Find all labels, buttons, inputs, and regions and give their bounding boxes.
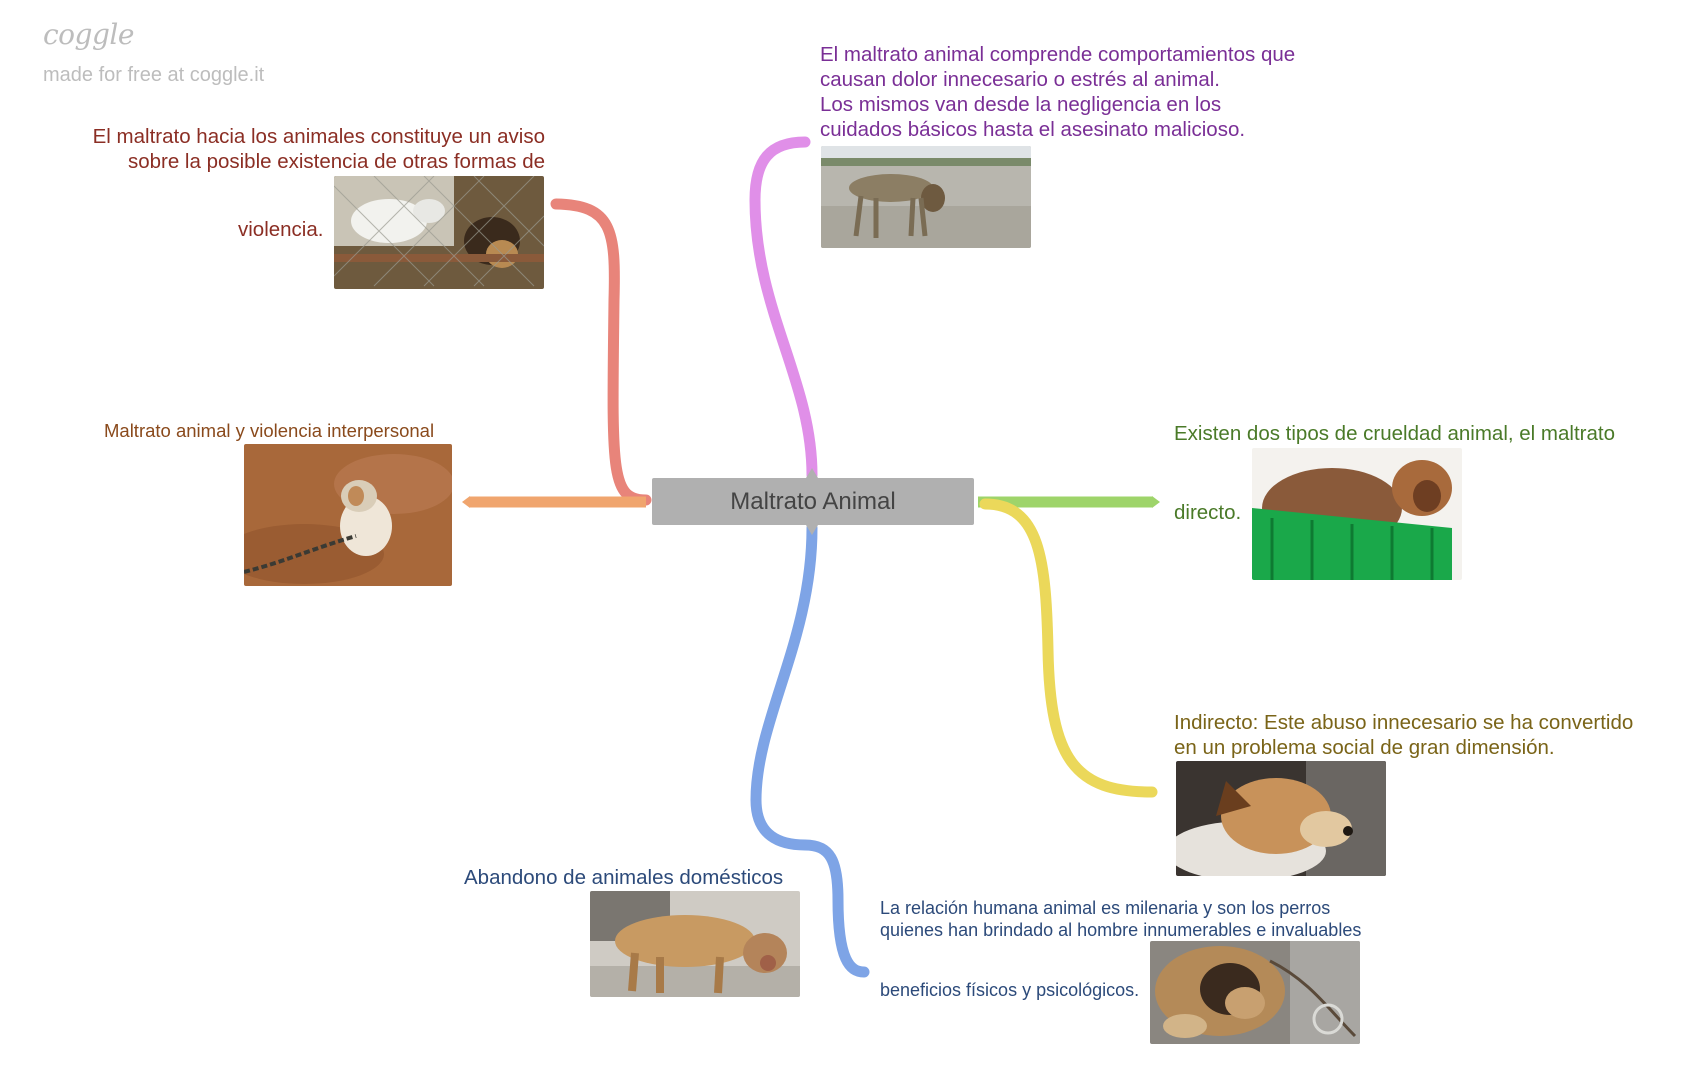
- node-indirect-text[interactable]: Indirecto: Este abuso innecesario se ha …: [1174, 710, 1674, 760]
- node-text-line: cuidados básicos hasta el asesinato mali…: [820, 118, 1246, 141]
- branch-green-tip: [1152, 496, 1160, 508]
- branch-blue: [750, 522, 870, 978]
- node-violence-warning-text-end: violencia.: [238, 218, 324, 241]
- thin-dog-in-crate-photo: [1252, 448, 1462, 580]
- branch-red: [550, 198, 652, 506]
- branch-pink: [749, 136, 818, 481]
- node-text-line: La relación humana animal es milenaria y…: [880, 898, 1331, 918]
- starving-dog-photo: [821, 146, 1031, 248]
- made-for-free-link[interactable]: made for free at coggle.it: [43, 64, 265, 86]
- node-relationship-text-end: beneficios físicos y psicológicos.: [880, 980, 1140, 1000]
- central-node[interactable]: Maltrato Animal: [652, 478, 974, 525]
- node-text-line: Los mismos van desde la negligencia en l…: [820, 93, 1222, 116]
- node-interpersonal-label[interactable]: Maltrato animal y violencia interpersona…: [104, 420, 435, 441]
- branch-orange-tip: [462, 496, 470, 508]
- node-text-line: El maltrato animal comprende comportamie…: [820, 43, 1296, 66]
- branch-yellow: [979, 498, 1158, 798]
- node-two-types-text[interactable]: Existen dos tipos de crueldad animal, el…: [1174, 422, 1615, 445]
- node-text-line: causan dolor innecesario o estrés al ani…: [820, 68, 1220, 91]
- resting-dog-photo: [1176, 761, 1386, 876]
- node-text-line: Indirecto: Este abuso innecesario se ha …: [1174, 711, 1634, 734]
- node-two-types-text-end: directo.: [1174, 501, 1242, 524]
- chained-puppy-photo: [244, 444, 452, 586]
- node-violence-warning-text[interactable]: El maltrato hacia los animales constituy…: [40, 124, 545, 174]
- injured-dog-photo: [1150, 941, 1360, 1044]
- node-abandonment-label[interactable]: Abandono de animales domésticos: [464, 866, 784, 889]
- coggle-logo[interactable]: coggle: [43, 18, 134, 51]
- node-text-line: El maltrato hacia los animales constituy…: [92, 125, 545, 148]
- central-bottom-notch: [806, 525, 818, 535]
- node-definition-text[interactable]: El maltrato animal comprende comportamie…: [820, 42, 1380, 142]
- central-top-notch: [806, 468, 818, 478]
- node-relationship-text[interactable]: La relación humana animal es milenaria y…: [880, 897, 1400, 941]
- node-text-line: quienes han brindado al hombre innumerab…: [880, 920, 1362, 940]
- node-text-line: en un problema social de gran dimensión.: [1174, 736, 1555, 759]
- node-text-line: sobre la posible existencia de otras for…: [127, 150, 545, 173]
- dogs-behind-fence-photo: [334, 176, 544, 289]
- mangy-dog-photo: [590, 891, 800, 997]
